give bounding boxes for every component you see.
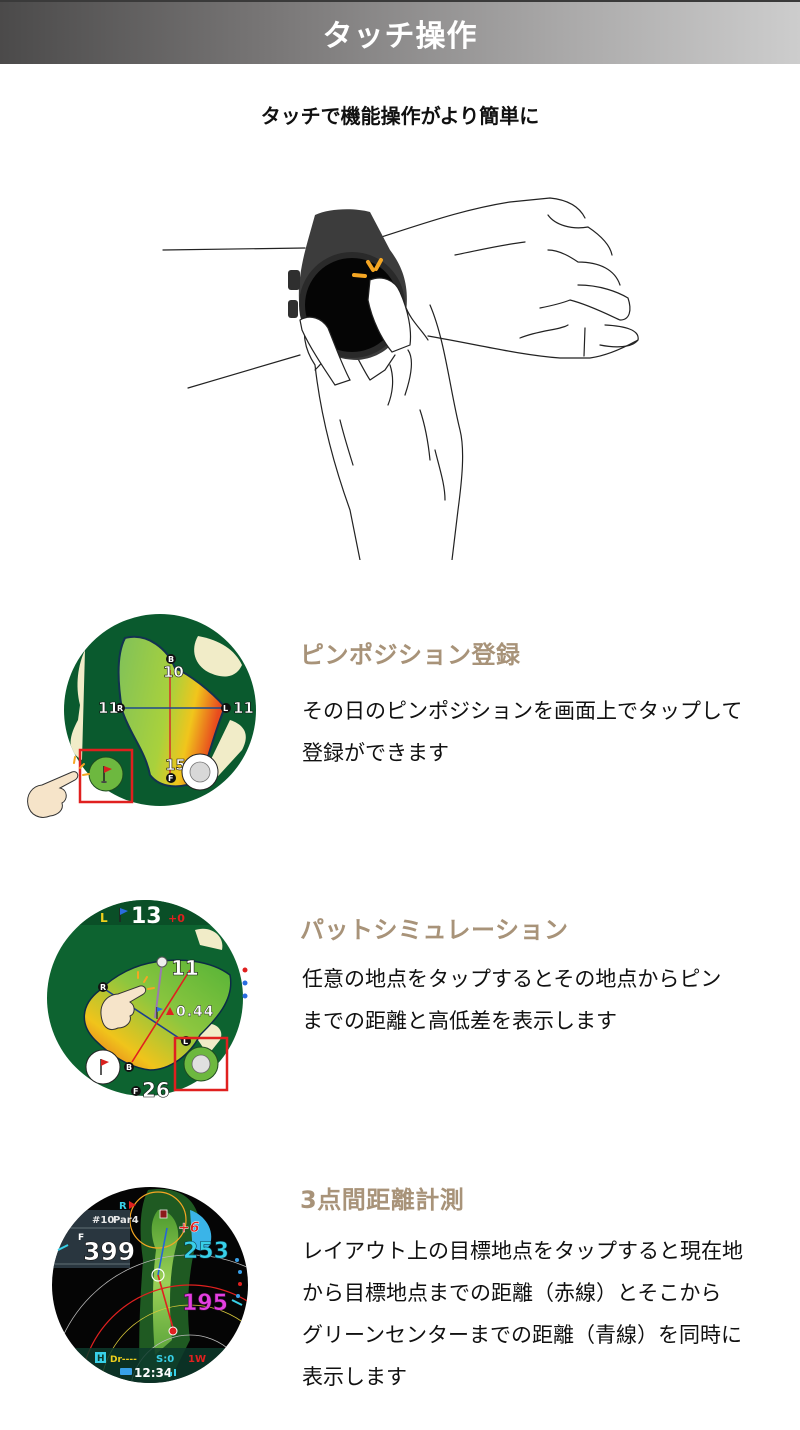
svg-text:R: R [119,1201,127,1212]
svg-text:Dr----: Dr---- [110,1355,137,1365]
svg-text:F: F [133,1087,138,1096]
svg-text:F: F [168,774,173,783]
green-flag-icon [159,1209,168,1219]
svg-text:195: 195 [182,1291,228,1316]
intro-subtitle: タッチで機能操作がより簡単に [260,104,540,128]
feature-title-three-point-distance: 3点間距離計測 [300,1186,465,1214]
svg-text:L: L [100,911,108,925]
page-title: タッチ操作 [322,19,478,54]
feature-title-putt-simulation: パットシミュレーション [300,916,569,944]
golf-ball-icon [183,1046,219,1082]
svg-text:Par4: Par4 [113,1215,139,1226]
svg-text:15: 15 [165,756,186,774]
svg-text:399: 399 [83,1237,135,1266]
hand-tapping-watch-illustration [160,180,660,561]
svg-text:26: 26 [142,1078,170,1102]
svg-text:13: 13 [131,904,162,929]
svg-text:11: 11 [233,699,254,717]
feature-body-three-point-distance: レイアウト上の目標地点をタップすると現在地 から目標地点までの距離（赤線）とそこ… [302,1239,743,1389]
putt-simulation-screen: L 13 +0 11 0.44 R L B F 26 [40,890,280,1120]
svg-text:L: L [183,1037,188,1046]
svg-text:1W: 1W [188,1354,206,1365]
feature-title-pin-position: ピンポジション登録 [300,641,521,669]
svg-text:+6: +6 [178,1220,200,1236]
svg-text:10: 10 [163,663,184,681]
svg-text:+0: +0 [168,912,185,925]
svg-text:H: H [97,1354,105,1364]
feature-body-pin-position: その日のピンポジションを画面上でタップして 登録ができます [302,699,743,765]
svg-text:R: R [117,704,123,713]
svg-text:F: F [78,1233,84,1243]
pin-flag-highlight [78,748,134,804]
pin-flag-icon [88,756,124,792]
pin-flag-icon [85,1049,121,1085]
svg-text:11: 11 [171,956,199,980]
pin-position-screen: 10 11 11 15 B R L F [20,610,260,840]
svg-text:253: 253 [183,1239,229,1264]
svg-text:0.44: 0.44 [176,1004,215,1020]
golf-ball-highlight [173,1036,229,1092]
svg-text:11: 11 [98,699,119,717]
svg-text:B: B [126,1063,132,1072]
feature-body-putt-simulation: 任意の地点をタップするとその地点からピン までの距離と高低差を表示します [302,967,722,1033]
three-point-distance-screen: R #10 Par4 F 399 +6 253 195 H Dr---- S:0… [40,1180,280,1410]
golf-ball-icon [181,753,219,791]
target-point-icon [151,1268,165,1282]
svg-text:S:0: S:0 [156,1354,174,1365]
svg-text:B: B [168,655,174,664]
svg-text:12:34: 12:34 [134,1366,172,1380]
tap-indicator-icon [352,258,383,278]
tapping-hand-icon [27,756,90,818]
svg-text:L: L [223,704,228,713]
tapping-hand-icon [100,971,155,1031]
svg-text:#10: #10 [92,1215,114,1226]
svg-text:R: R [100,983,106,992]
page-header: タッチ操作 [0,0,800,64]
